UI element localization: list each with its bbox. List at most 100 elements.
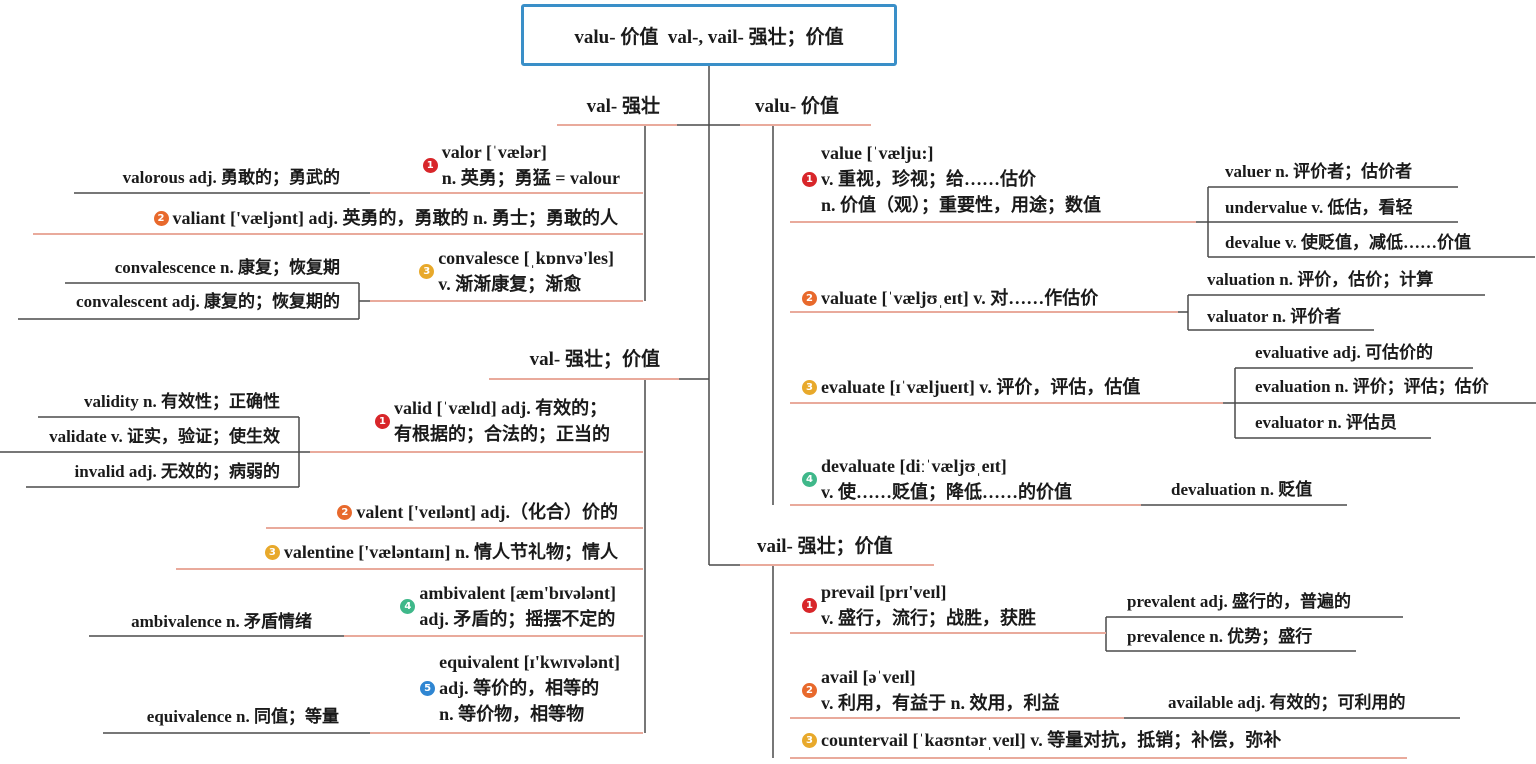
sub-node[interactable]: ambivalence n. 矛盾情绪 — [131, 609, 312, 635]
sub-text: valuation n. 评价，估价；计算 — [1207, 270, 1434, 289]
word-line: v. 使……贬值；降低……的价值 — [821, 482, 1073, 502]
sub-text: ambivalence n. 矛盾情绪 — [131, 612, 312, 631]
sub-text: equivalence n. 同值；等量 — [146, 707, 339, 726]
word-node-valid[interactable]: 1 valid [ˈvælɪd] adj. 有效的； 有根据的；合法的；正当的 — [375, 395, 610, 447]
sub-text: valuator n. 评价者 — [1207, 307, 1342, 326]
sub-text: evaluative adj. 可估价的 — [1255, 343, 1434, 362]
branch-label: val- 强壮 — [586, 96, 660, 117]
number-badge-icon: 3 — [802, 732, 817, 748]
word-node-valor[interactable]: 1 valor [ˈvælər] n. 英勇；勇猛 = valour — [422, 139, 620, 191]
word-line: valor [ˈvælər] — [441, 142, 547, 162]
sub-node[interactable]: evaluation n. 评价；评估；估价 — [1255, 374, 1489, 400]
number-badge-icon: 3 — [419, 263, 435, 279]
number-badge-icon: 1 — [802, 171, 817, 187]
sub-text: available adj. 有效的；可利用的 — [1168, 693, 1406, 712]
number-badge-icon: 1 — [802, 597, 817, 613]
sub-text: validity n. 有效性；正确性 — [84, 392, 280, 411]
sub-node[interactable]: convalescent adj. 康复的；恢复期的 — [76, 289, 340, 315]
word-line: avail [əˈveɪl] — [821, 667, 916, 687]
word-line: v. 盛行，流行；战胜，获胜 — [821, 608, 1037, 628]
word-line: valent ['veɪlənt] adj.（化合）价的 — [356, 502, 618, 522]
word-line: v. 重视，珍视；给……估价 — [821, 169, 1037, 189]
word-node-valuate[interactable]: 2 valuate [ˈvæljʊˌeɪt] v. 对……作估价 — [802, 285, 1098, 311]
number-badge-icon: 3 — [802, 379, 817, 395]
branch-label: val- 强壮；价值 — [529, 349, 660, 370]
branch-label: valu- 价值 — [755, 96, 839, 117]
number-badge-icon: 2 — [153, 210, 169, 226]
branch-val-strong[interactable]: val- 强壮 — [587, 94, 660, 120]
branch-val-strong-value[interactable]: val- 强壮；价值 — [530, 347, 660, 373]
sub-node[interactable]: invalid adj. 无效的；病弱的 — [75, 459, 280, 485]
word-line: prevail [prɪ'veɪl] — [821, 582, 947, 602]
number-badge-icon: 2 — [802, 290, 817, 306]
sub-node[interactable]: evaluative adj. 可估价的 — [1255, 340, 1433, 366]
sub-node[interactable]: prevalence n. 优势；盛行 — [1127, 624, 1312, 650]
sub-node[interactable]: valorous adj. 勇敢的；勇武的 — [123, 165, 340, 191]
word-node-valiant[interactable]: 2 valiant ['væljənt] adj. 英勇的，勇敢的 n. 勇士；… — [153, 205, 618, 231]
word-line: evaluate [ɪˈvæljueɪt] v. 评价，评估，估值 — [821, 377, 1141, 397]
number-badge-icon: 2 — [337, 504, 353, 520]
sub-text: prevalence n. 优势；盛行 — [1127, 627, 1313, 646]
word-node-evaluate[interactable]: 3 evaluate [ɪˈvæljueɪt] v. 评价，评估，估值 — [802, 374, 1140, 400]
word-node-valentine[interactable]: 3 valentine ['væləntaɪn] n. 情人节礼物；情人 — [264, 539, 618, 565]
sub-text: undervalue v. 低估，看轻 — [1225, 198, 1413, 217]
central-topic-text: valu- 价值 val-, vail- 强壮；价值 — [574, 26, 844, 48]
number-badge-icon: 5 — [420, 680, 436, 696]
word-node-prevail[interactable]: 1 prevail [prɪ'veɪl] v. 盛行，流行；战胜，获胜 — [802, 579, 1036, 631]
number-badge-icon: 1 — [422, 157, 438, 173]
branch-vail-strong-value[interactable]: vail- 强壮；价值 — [757, 534, 893, 560]
number-badge-icon: 1 — [375, 413, 390, 429]
word-line: n. 英勇；勇猛 = valour — [441, 168, 620, 188]
word-node-avail[interactable]: 2 avail [əˈveɪl] v. 利用，有益于 n. 效用，利益 — [802, 664, 1060, 716]
word-node-ambivalent[interactable]: 4 ambivalent [æm'bɪvələnt]adj. 矛盾的；摇摆不定的 — [400, 580, 616, 632]
number-badge-icon: 4 — [802, 471, 817, 487]
sub-node[interactable]: validate v. 证实，验证；使生效 — [49, 424, 280, 450]
word-node-valent[interactable]: 2 valent ['veɪlənt] adj.（化合）价的 — [337, 499, 618, 525]
sub-text: convalescence n. 康复；恢复期 — [114, 258, 340, 277]
word-line: v. 利用，有益于 n. 效用，利益 — [821, 693, 1060, 713]
word-line: devaluate [diːˈvæljʊˌeɪt] — [821, 456, 1007, 476]
word-line: v. 渐渐康复；渐愈 — [438, 274, 582, 294]
word-line: 有根据的；合法的；正当的 — [394, 424, 610, 444]
sub-node[interactable]: convalescence n. 康复；恢复期 — [115, 255, 340, 281]
sub-node[interactable]: evaluator n. 评估员 — [1255, 410, 1397, 436]
word-line: valuate [ˈvæljʊˌeɪt] v. 对……作估价 — [821, 288, 1099, 308]
word-node-convalesce[interactable]: 3 convalesce [ˌkɒnvə'les] v. 渐渐康复；渐愈 — [419, 245, 614, 297]
sub-text: invalid adj. 无效的；病弱的 — [74, 462, 280, 481]
word-line: equivalent [ɪ'kwɪvələnt] — [439, 652, 620, 672]
word-node-devaluate[interactable]: 4 devaluate [diːˈvæljʊˌeɪt] v. 使……贬值；降低……… — [802, 453, 1072, 505]
word-line: ambivalent [æm'bɪvələnt] — [419, 583, 616, 603]
sub-text: evaluator n. 评估员 — [1255, 413, 1397, 432]
sub-node[interactable]: devaluation n. 贬值 — [1171, 477, 1312, 503]
sub-node[interactable]: available adj. 有效的；可利用的 — [1168, 690, 1406, 716]
sub-node[interactable]: valuator n. 评价者 — [1207, 304, 1341, 330]
sub-node[interactable]: prevalent adj. 盛行的，普遍的 — [1127, 589, 1351, 615]
sub-text: validate v. 证实，验证；使生效 — [49, 427, 280, 446]
word-line: n. 价值（观）；重要性，用途；数值 — [821, 195, 1102, 215]
word-node-countervail[interactable]: 3 countervail [ˈkaʊntərˌveɪl] v. 等量对抗，抵销… — [802, 727, 1281, 753]
sub-node[interactable]: undervalue v. 低估，看轻 — [1225, 195, 1413, 221]
number-badge-icon: 3 — [264, 544, 280, 560]
sub-text: convalescent adj. 康复的；恢复期的 — [76, 292, 340, 311]
central-topic[interactable]: valu- 价值 val-, vail- 强壮；价值 — [521, 4, 897, 66]
sub-text: evaluation n. 评价；评估；估价 — [1255, 377, 1489, 396]
number-badge-icon: 4 — [400, 598, 416, 614]
sub-text: prevalent adj. 盛行的，普遍的 — [1127, 592, 1351, 611]
branch-label: vail- 强壮；价值 — [757, 536, 893, 557]
sub-node[interactable]: equivalence n. 同值；等量 — [147, 704, 339, 730]
number-badge-icon: 2 — [802, 682, 817, 698]
sub-node[interactable]: valuation n. 评价，估价；计算 — [1207, 267, 1433, 293]
word-line: valid [ˈvælɪd] adj. 有效的； — [394, 398, 608, 418]
word-line: countervail [ˈkaʊntərˌveɪl] v. 等量对抗，抵销；补… — [821, 730, 1282, 750]
sub-node[interactable]: validity n. 有效性；正确性 — [84, 389, 280, 415]
sub-node[interactable]: valuer n. 评价者；估价者 — [1225, 159, 1412, 185]
sub-text: devalue v. 使贬值，减低……价值 — [1225, 233, 1472, 252]
word-line: n. 等价物，相等物 — [439, 704, 585, 724]
sub-text: valuer n. 评价者；估价者 — [1225, 162, 1413, 181]
word-line: convalesce [ˌkɒnvə'les] — [438, 248, 614, 268]
sub-node[interactable]: devalue v. 使贬值，减低……价值 — [1225, 230, 1471, 256]
branch-valu-value[interactable]: valu- 价值 — [755, 94, 839, 120]
